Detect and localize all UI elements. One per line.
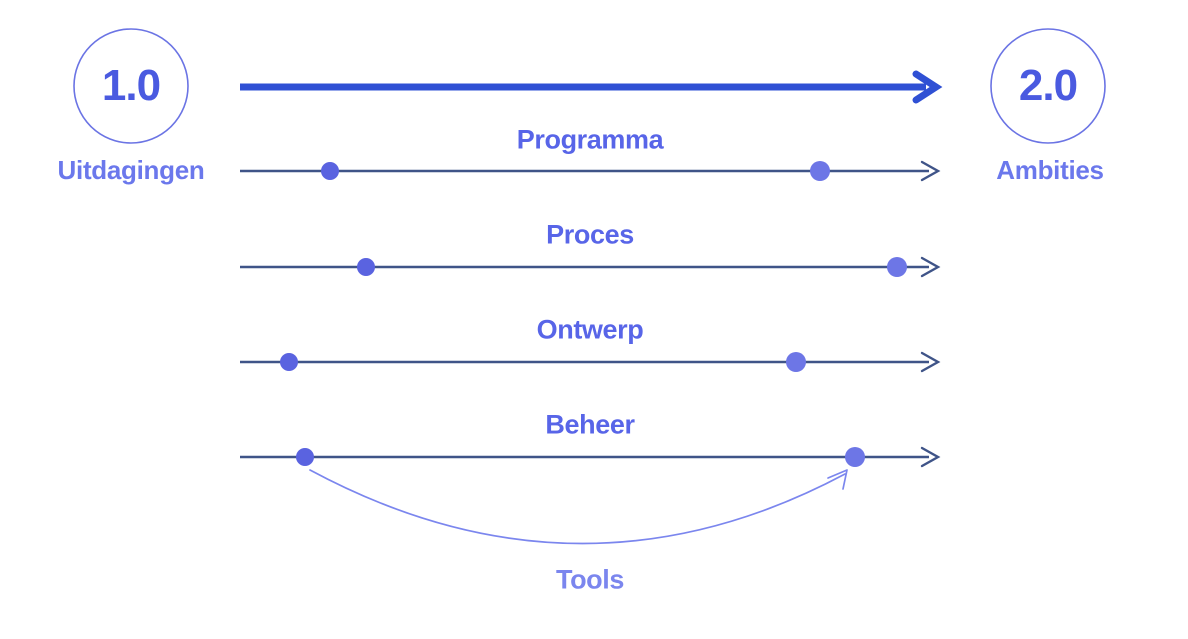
milestone-dot[interactable] xyxy=(845,447,865,467)
milestone-dot[interactable] xyxy=(357,258,375,276)
track-label-programma: Programma xyxy=(516,124,664,155)
stage-circle-right xyxy=(990,28,1106,144)
track-label-ontwerp: Ontwerp xyxy=(536,314,644,345)
milestone-dot[interactable] xyxy=(887,257,907,277)
milestone-dot[interactable] xyxy=(321,162,339,180)
stage-number-left: 1.0 xyxy=(101,61,161,110)
track-arrowhead-icon xyxy=(920,351,941,373)
milestone-dot[interactable] xyxy=(810,161,830,181)
tools-arrowhead-icon xyxy=(827,469,848,490)
track-label-beheer: Beheer xyxy=(545,409,635,440)
stage-circle-left xyxy=(73,28,189,144)
track-programma xyxy=(240,160,941,182)
track-arrowhead-icon xyxy=(920,160,941,182)
tools-curve-label: Tools xyxy=(556,564,624,595)
track-proces xyxy=(240,256,941,278)
track-label-proces: Proces xyxy=(546,219,634,250)
milestone-dot[interactable] xyxy=(296,448,314,466)
tools-feedback-arrow xyxy=(309,469,848,545)
milestone-dot[interactable] xyxy=(786,352,806,372)
endpoint-caption-left: Uitdagingen xyxy=(57,155,205,185)
track-arrowhead-icon xyxy=(920,446,941,468)
endpoint-caption-right: Ambities xyxy=(996,155,1104,185)
track-ontwerp xyxy=(240,351,941,373)
main-arrowhead-icon xyxy=(912,70,943,104)
track-arrowhead-icon xyxy=(920,256,941,278)
stage-number-right: 2.0 xyxy=(1018,61,1078,110)
main-transition-arrow xyxy=(240,70,943,104)
track-beheer xyxy=(240,446,941,468)
milestone-dot[interactable] xyxy=(280,353,298,371)
